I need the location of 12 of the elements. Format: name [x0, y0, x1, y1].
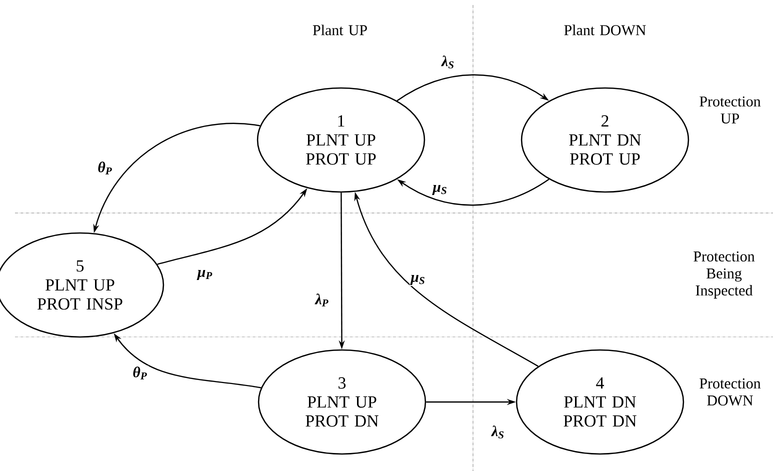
edge-label: λ$_{P}$ [314, 292, 330, 308]
region-label: Plant UP [312, 24, 367, 36]
edge-label: μ$_{P}$ [196, 268, 214, 282]
region-label: Plant DOWN [564, 24, 646, 36]
region-label: Protection DOWN [700, 378, 761, 406]
edge-label: θ$_{P}$ [96, 160, 114, 176]
region-label: Protection Being Inspected [694, 251, 755, 299]
edge-label: μ$_{S}$ [432, 184, 448, 196]
edge-label: λ$_{S}$ [490, 424, 506, 440]
edge-label: θ$_{P}$ [132, 366, 148, 380]
edge-label: λ$_{S}$ [440, 54, 456, 70]
edge-label: μ$_{S}$ [410, 274, 426, 286]
